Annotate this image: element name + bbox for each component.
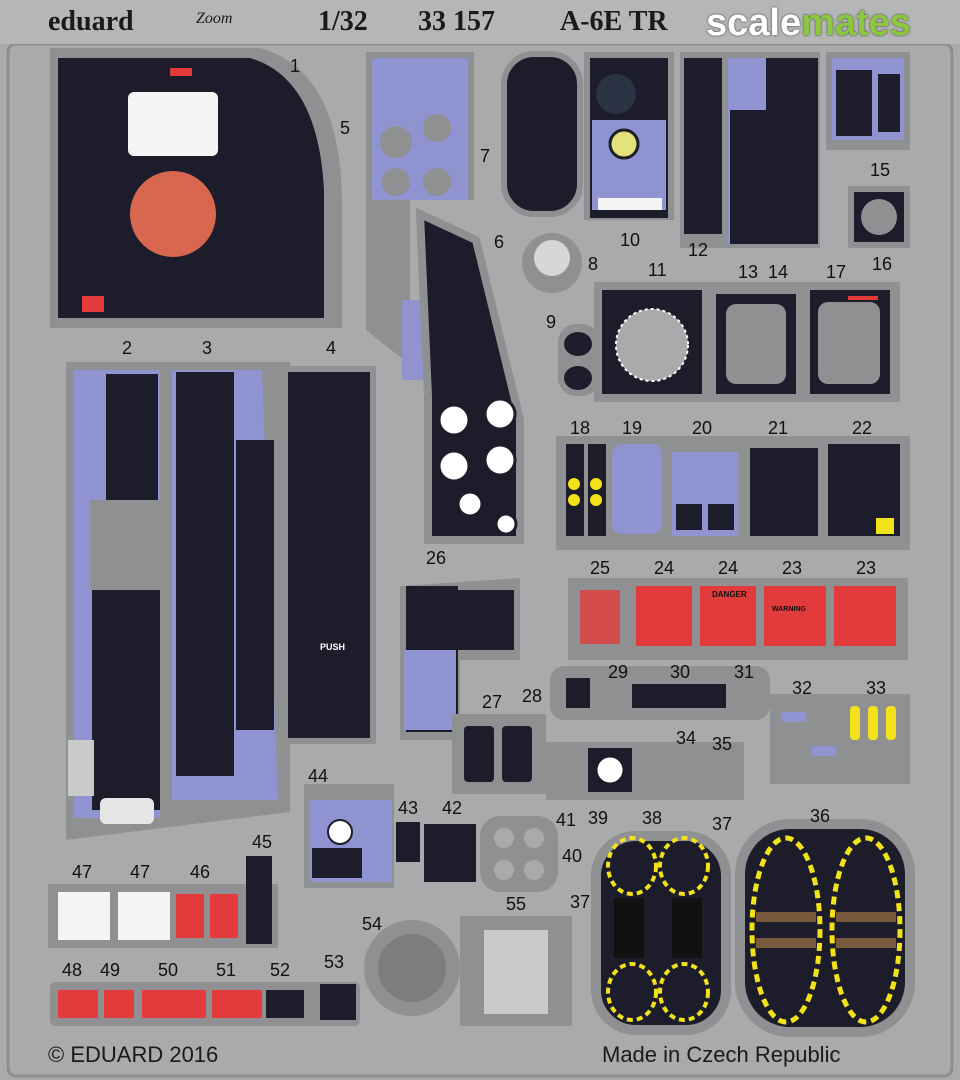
display-screen-1 (128, 92, 218, 156)
part-10-panel (584, 52, 674, 220)
part-number: 43 (398, 798, 419, 818)
part-number: 19 (622, 418, 643, 438)
catalog-number: 33 157 (418, 6, 495, 37)
parts-40-44 (304, 784, 558, 892)
part-number: 29 (608, 662, 629, 682)
part-number: 9 (546, 312, 557, 332)
part-number: 53 (324, 952, 345, 972)
zoom-logo: Zoom (196, 10, 233, 27)
parts-8-9 (522, 233, 600, 396)
part-number: 21 (768, 418, 789, 438)
part-number: 27 (482, 692, 503, 712)
part-number: 47 (130, 862, 151, 882)
part-number: 23 (856, 558, 877, 578)
part-number: 47 (72, 862, 93, 882)
part-number: 48 (62, 960, 83, 980)
part-number: 50 (158, 960, 179, 980)
parts-45-47 (48, 856, 278, 948)
part-number: 5 (340, 118, 351, 138)
parts-36-39-harness-straps (591, 819, 915, 1037)
copyright-text: © EDUARD 2016 (48, 1042, 219, 1067)
part-number: 23 (782, 558, 803, 578)
part-number: 35 (712, 734, 733, 754)
part-number: 13 (738, 262, 759, 282)
parts-48-53-strip (50, 982, 360, 1026)
warning-label: WARNING (772, 606, 806, 613)
part-number: 6 (494, 232, 505, 252)
part-number: 24 (654, 558, 675, 578)
part-number: 10 (620, 230, 641, 250)
origin-text: Made in Czech Republic (602, 1042, 841, 1067)
part-number: 42 (442, 798, 463, 818)
part-number: 11 (648, 260, 667, 280)
part-number: 3 (202, 338, 213, 358)
part-number: 12 (688, 240, 709, 260)
part-number: 22 (852, 418, 873, 438)
part-number: 41 (556, 810, 577, 830)
part-number: 20 (692, 418, 713, 438)
part-number: 52 (270, 960, 291, 980)
part-26-panel (400, 578, 520, 740)
part-number: 8 (588, 254, 599, 274)
part-number: 40 (562, 846, 583, 866)
parts-14-15-small (826, 52, 910, 248)
parts-2-3-4-consoles (66, 362, 376, 840)
part-number: 28 (522, 686, 543, 706)
part-number: 25 (590, 558, 611, 578)
part-number: 51 (216, 960, 237, 980)
part-number: 49 (100, 960, 121, 980)
part-number: 26 (426, 548, 447, 568)
part-number: 37 (712, 814, 733, 834)
part-number: 46 (190, 862, 211, 882)
brand-name: eduard (48, 6, 134, 37)
parts-5-6-7-panels (366, 51, 583, 544)
scalemates-watermark: scalemates (706, 0, 911, 46)
radar-scope-dial (130, 171, 216, 257)
part-number: 39 (588, 808, 609, 828)
part-1-main-instrument-panel (50, 48, 342, 328)
watermark-part-mates: mates (801, 2, 911, 44)
part-number: 37 (570, 892, 591, 912)
part-number: 1 (290, 56, 301, 76)
part-number: 44 (308, 766, 329, 786)
parts-18-22 (556, 436, 910, 550)
part-number: 24 (718, 558, 739, 578)
parts-27-35-strip (452, 666, 910, 800)
part-number: 15 (870, 160, 891, 180)
scale-label: 1/32 (318, 6, 368, 37)
danger-label: DANGER (712, 590, 747, 599)
part-number: 4 (326, 338, 337, 358)
part-number: 32 (792, 678, 813, 698)
part-number: 2 (122, 338, 133, 358)
part-number: 55 (506, 894, 527, 914)
fret-header: eduard Zoom 1/32 33 157 A-6E TR scalemat… (0, 0, 960, 44)
part-12-panel (680, 52, 820, 248)
model-name: A-6E TR (560, 6, 668, 37)
part-number: 45 (252, 832, 273, 852)
part-number: 14 (768, 262, 789, 282)
part-number: 38 (642, 808, 663, 828)
part-number: 16 (872, 254, 893, 274)
watermark-part-scale: scale (706, 2, 802, 44)
part-number: 30 (670, 662, 691, 682)
part-number: 36 (810, 806, 831, 826)
part-number: 33 (866, 678, 887, 698)
part-number: 17 (826, 262, 847, 282)
part-number: 7 (480, 146, 491, 166)
push-label: PUSH (320, 642, 346, 652)
parts-54-55 (364, 916, 572, 1026)
part-number: 54 (362, 914, 383, 934)
part-number: 18 (570, 418, 591, 438)
part-number: 34 (676, 728, 697, 748)
parts-23-24-25-decals (568, 578, 908, 660)
parts-11-13-14-17-screens (594, 282, 900, 402)
part-number: 31 (734, 662, 755, 682)
